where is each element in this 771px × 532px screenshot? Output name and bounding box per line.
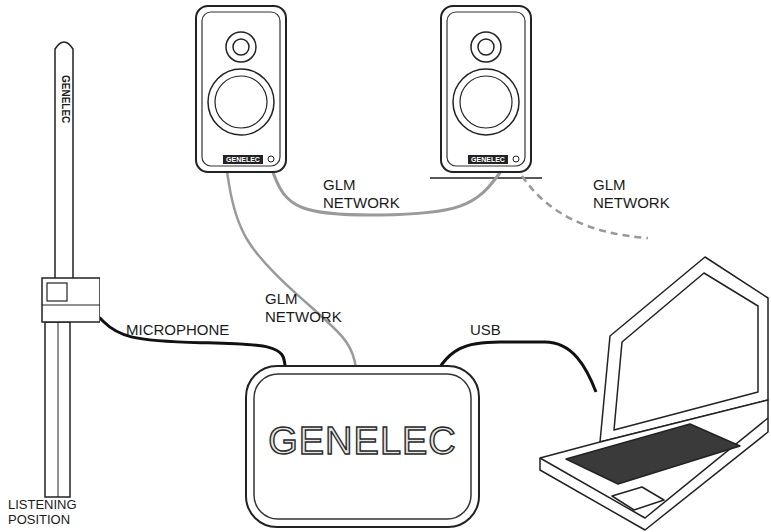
- status-led: [513, 156, 519, 162]
- cable-label: USB: [470, 321, 530, 339]
- speaker-panel: [202, 12, 280, 166]
- monitor-speaker: GENELEC: [440, 5, 532, 173]
- position-label: LISTENING POSITION: [8, 497, 100, 527]
- microphone-clamp: [42, 278, 100, 322]
- node-outline: [5, 35, 100, 530]
- laptop-display: [614, 273, 758, 430]
- tweeter: [226, 32, 256, 62]
- glm-adapter: GENELEC: [245, 365, 480, 528]
- woofer: [208, 69, 274, 135]
- microphone-stand: [45, 322, 70, 497]
- microphone-body: [55, 42, 73, 285]
- connector-layer: [100, 173, 500, 365]
- measurement-microphone: GENELEC LISTENING POSITION: [5, 35, 100, 530]
- adapter-logo: GENELEC: [247, 419, 478, 463]
- laptop-keyboard: [566, 424, 740, 484]
- node-outline: [197, 7, 289, 175]
- woofer: [453, 69, 519, 135]
- clamp-knob: [47, 283, 67, 301]
- cable-label: GLM NETWORK: [593, 176, 673, 212]
- cable-label: GLM NETWORK: [323, 176, 403, 212]
- cable-connector: [273, 173, 500, 215]
- woofer-cone: [460, 76, 512, 128]
- monitor-speaker: GENELEC: [195, 5, 287, 173]
- node-outline: [442, 7, 534, 175]
- stand-line: [58, 322, 59, 497]
- laptop: [540, 257, 768, 530]
- speaker-logo: GENELEC: [223, 155, 263, 164]
- tweeter-dome: [233, 39, 249, 55]
- cable-label: MICROPHONE: [126, 321, 246, 339]
- speaker-logo: GENELEC: [468, 155, 508, 164]
- tweeter-dome: [478, 39, 494, 55]
- speaker-panel: [447, 12, 525, 166]
- cable-label: GLM NETWORK: [265, 290, 345, 326]
- clamp-line: [42, 305, 100, 306]
- status-led: [268, 156, 274, 162]
- laptop-base: [540, 400, 768, 530]
- laptop-touchpad: [612, 487, 664, 510]
- microphone-logo: GENELEC: [59, 75, 71, 123]
- laptop-edge: [540, 418, 768, 518]
- cable-connector: [100, 318, 285, 365]
- woofer-cone: [215, 76, 267, 128]
- tweeter: [471, 32, 501, 62]
